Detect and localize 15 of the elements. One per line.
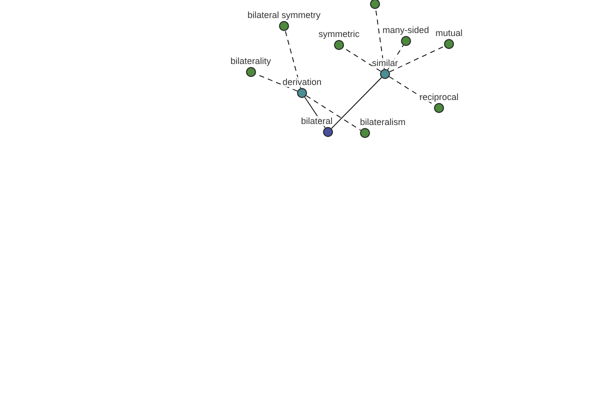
- connector-line: [306, 95, 362, 131]
- node-label: bilateral symmetry: [248, 10, 321, 20]
- connector-line: [331, 77, 382, 129]
- connector-line: [284, 30, 302, 89]
- node-label: symmetric: [318, 29, 360, 39]
- connector-line: [375, 8, 385, 70]
- node-label: bilaterality: [230, 56, 272, 66]
- node-label: bilateral: [301, 116, 333, 126]
- node-label: mutual: [436, 28, 463, 38]
- connector-line: [389, 46, 445, 72]
- node-label: reciprocal: [420, 92, 459, 102]
- node-label: derivation: [282, 77, 322, 87]
- node-label: similar: [372, 58, 398, 68]
- node-label: many-sided: [382, 25, 430, 35]
- node-label: bilateralism: [360, 117, 406, 127]
